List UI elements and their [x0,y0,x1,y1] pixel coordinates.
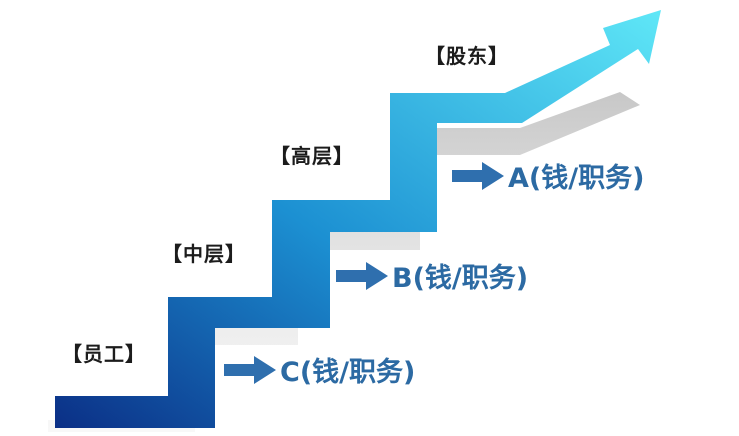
reward-c: C(钱/职务) [224,350,415,389]
step-label-senior-management: 【高层】 [270,144,354,168]
reward-a: A(钱/职务) [452,156,644,195]
reward-a-label: A(钱/职务) [508,163,645,194]
staircase-shadow [48,92,640,432]
reward-c-label: C(钱/职务) [280,357,416,388]
step-label-employee: 【员工】 [62,342,146,366]
reward-b: B(钱/职务) [336,256,528,295]
staircase-body [55,10,661,428]
arrow-right-icon [224,355,276,384]
arrow-right-icon [336,261,388,290]
step-label-middle-management: 【中层】 [162,242,246,266]
arrow-right-icon [452,161,504,190]
step-label-shareholder: 【股东】 [425,44,509,68]
reward-b-label: B(钱/职务) [392,263,529,294]
